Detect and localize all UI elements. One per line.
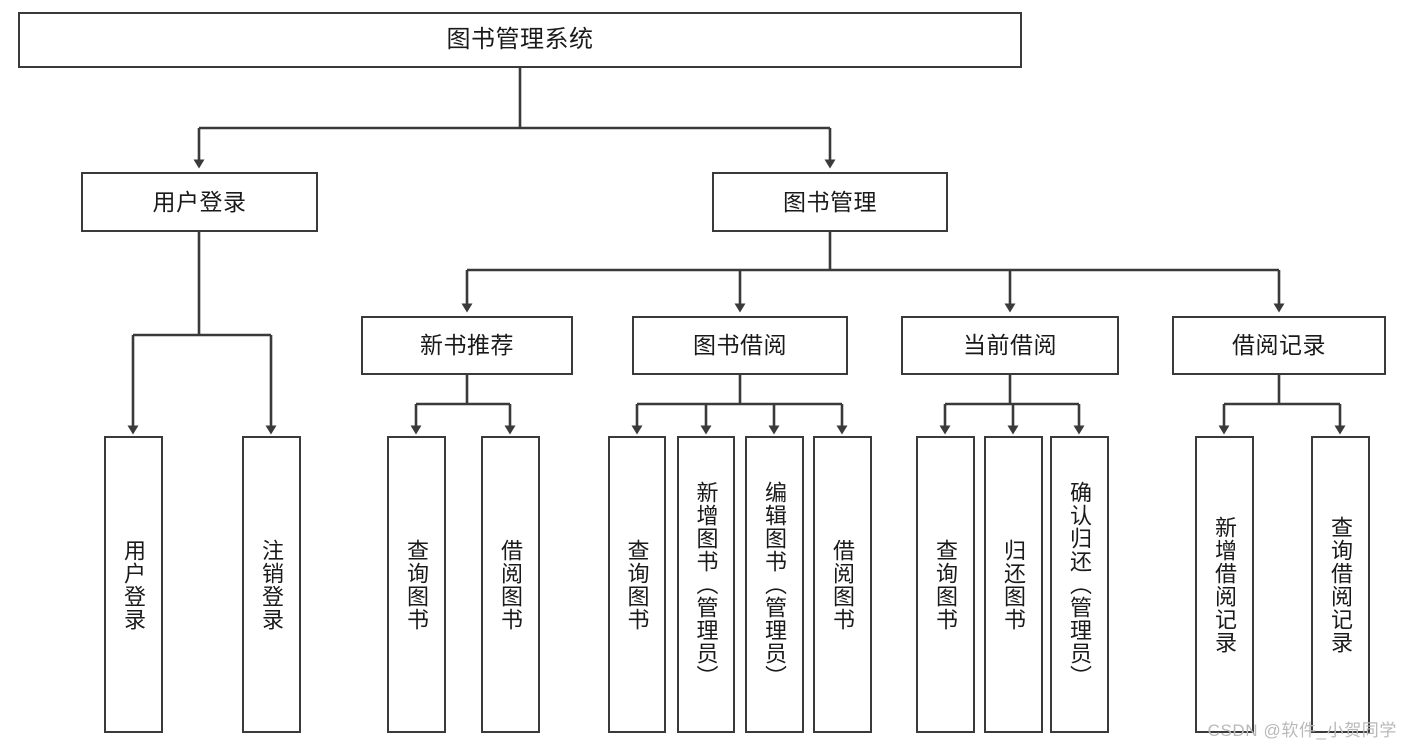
node-label: 图书管理系统: [446, 26, 594, 54]
leaf-book-borrow-query-book[interactable]: 查询图书: [608, 436, 666, 733]
node-new-book-recommend[interactable]: 新书推荐: [361, 316, 573, 375]
node-book-management[interactable]: 图书管理: [712, 172, 948, 232]
leaf-new-book-query-book[interactable]: 查询图书: [387, 436, 446, 733]
node-label: 查询图书: [933, 538, 959, 631]
node-label: 用户登录: [121, 538, 147, 631]
node-root-book-management-system[interactable]: 图书管理系统: [18, 12, 1022, 68]
leaf-book-borrow-edit-book-admin[interactable]: 编辑图书（管理员）: [745, 436, 804, 733]
node-label: 新书推荐: [420, 332, 514, 359]
leaf-book-borrow-add-book-admin[interactable]: 新增图书（管理员）: [677, 436, 735, 733]
node-label: 归还图书: [1001, 538, 1027, 631]
node-label: 图书管理: [783, 188, 877, 215]
leaf-borrow-record-query-record[interactable]: 查询借阅记录: [1311, 436, 1370, 733]
node-label: 确认归还（管理员）: [1067, 481, 1093, 688]
node-label: 图书借阅: [693, 332, 787, 359]
node-label: 查询图书: [624, 538, 650, 631]
node-label: 借阅图书: [830, 538, 856, 631]
leaf-user-login-login[interactable]: 用户登录: [104, 436, 163, 733]
node-label: 借阅记录: [1232, 332, 1326, 359]
node-label: 用户登录: [152, 188, 247, 215]
node-label: 当前借阅: [963, 332, 1057, 359]
node-label: 新增图书（管理员）: [693, 481, 719, 688]
node-current-borrow[interactable]: 当前借阅: [901, 316, 1119, 375]
leaf-current-borrow-return-book[interactable]: 归还图书: [984, 436, 1043, 733]
node-label: 编辑图书（管理员）: [762, 481, 788, 688]
node-label: 新增借阅记录: [1212, 515, 1238, 654]
node-label: 查询借阅记录: [1328, 515, 1354, 654]
node-book-borrow[interactable]: 图书借阅: [632, 316, 848, 375]
leaf-borrow-record-add-record[interactable]: 新增借阅记录: [1195, 436, 1254, 733]
leaf-current-borrow-query-book[interactable]: 查询图书: [916, 436, 975, 733]
leaf-new-book-borrow-book[interactable]: 借阅图书: [481, 436, 540, 733]
watermark: CSDN @软件_小贺同学: [1207, 721, 1397, 740]
leaf-book-borrow-borrow-book[interactable]: 借阅图书: [813, 436, 872, 733]
leaf-current-borrow-confirm-return-admin[interactable]: 确认归还（管理员）: [1050, 436, 1109, 733]
node-user-login[interactable]: 用户登录: [81, 172, 318, 232]
leaf-user-login-logout[interactable]: 注销登录: [242, 436, 301, 733]
node-label: 查询图书: [404, 538, 430, 631]
node-borrow-record[interactable]: 借阅记录: [1172, 316, 1386, 375]
node-label: 注销登录: [259, 538, 285, 631]
node-label: 借阅图书: [498, 538, 524, 631]
